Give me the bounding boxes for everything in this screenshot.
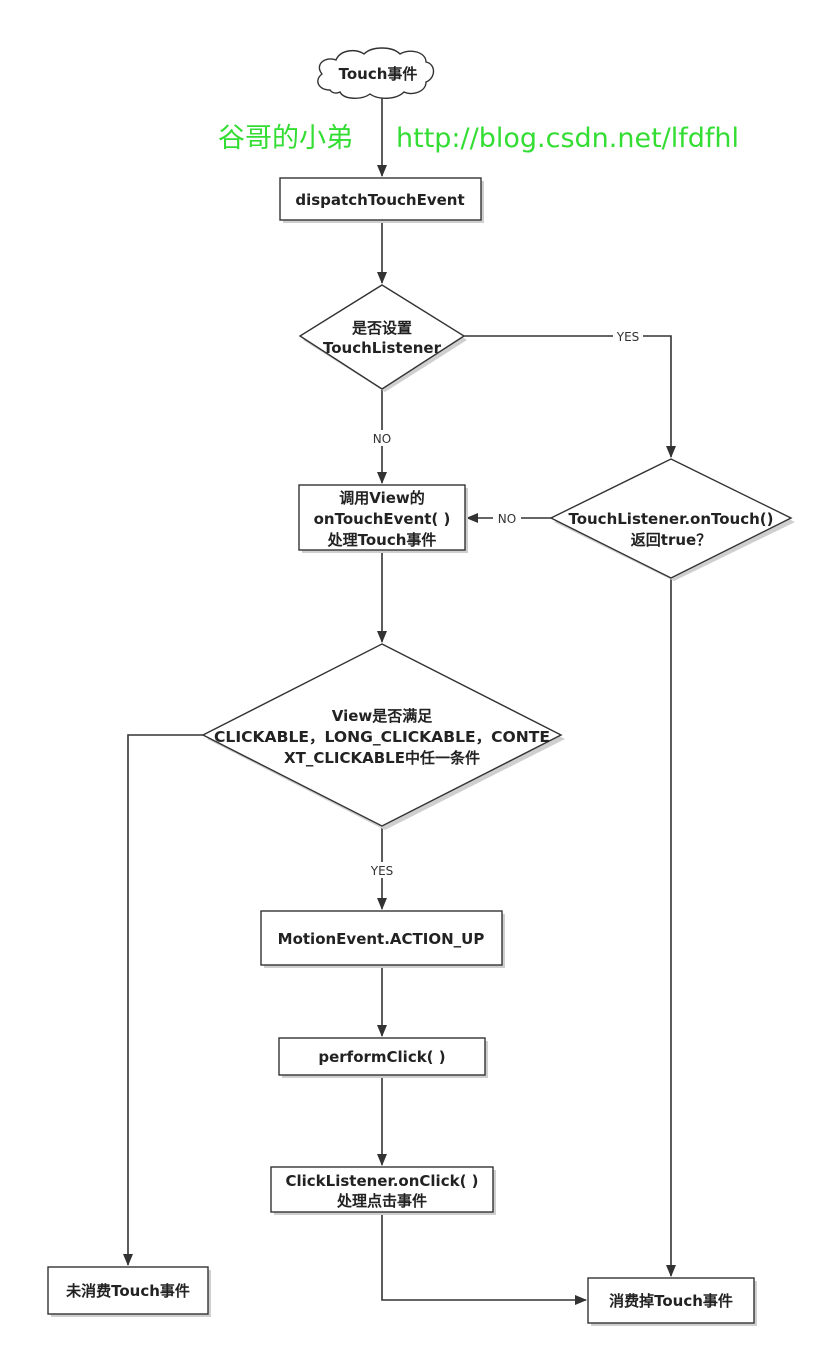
action-up-label: MotionEvent.ACTION_UP — [278, 930, 485, 948]
perform-click-label: performClick( ) — [318, 1048, 445, 1066]
consumed-box: 消费掉Touch事件 — [587, 1277, 757, 1326]
dispatch-touch-event-box: dispatchTouchEvent — [279, 177, 484, 223]
not-consumed-box: 未消费Touch事件 — [47, 1266, 211, 1317]
edge-label-no-on-touch: NO — [498, 512, 516, 526]
view-on-touch-event-line-3: 处理Touch事件 — [327, 531, 437, 549]
clickable-line-2: CLICKABLE，LONG_CLICKABLE，CONTE — [214, 728, 550, 746]
edge-label-yes-clickable: YES — [370, 864, 394, 878]
start-cloud: Touch事件 — [317, 47, 435, 99]
dispatch-label: dispatchTouchEvent — [295, 191, 464, 209]
view-on-touch-event-line-1: 调用View的 — [339, 489, 425, 507]
on-touch-returns-true-decision: TouchListener.onTouch() 返回true？ — [549, 458, 795, 581]
edge-has-listener-yes — [464, 335, 676, 458]
start-label: Touch事件 — [339, 65, 418, 83]
edge-label-no-listener: NO — [373, 432, 391, 446]
view-on-touch-event-line-2: onTouchEvent( ) — [314, 510, 451, 528]
on-click-box: ClickListener.onClick( ) 处理点击事件 — [270, 1166, 496, 1215]
clickable-line-3: XT_CLICKABLE中任一条件 — [284, 749, 480, 767]
has-listener-line-1: 是否设置 — [351, 319, 412, 337]
watermark: 谷哥的小弟 http://blog.csdn.net/lfdfhl — [218, 123, 739, 154]
watermark-author: 谷哥的小弟 — [218, 123, 353, 154]
on-touch-line-2: 返回true？ — [631, 531, 711, 549]
on-click-line-2: 处理点击事件 — [336, 1192, 427, 1210]
consumed-label: 消费掉Touch事件 — [609, 1292, 733, 1310]
edge-label-yes-listener: YES — [616, 330, 640, 344]
has-listener-line-2: TouchListener — [323, 339, 442, 357]
has-touch-listener-decision: 是否设置 TouchListener — [298, 284, 467, 392]
view-on-touch-event-box: 调用View的 onTouchEvent( ) 处理Touch事件 — [298, 484, 468, 553]
edges — [123, 98, 676, 1305]
watermark-url: http://blog.csdn.net/lfdfhl — [396, 123, 739, 154]
edge-on-click-to-consumed — [381, 1213, 587, 1305]
on-click-line-1: ClickListener.onClick( ) — [285, 1172, 478, 1190]
on-touch-line-1: TouchListener.onTouch() — [568, 510, 773, 528]
clickable-line-1: View是否满足 — [332, 707, 434, 725]
not-consumed-label: 未消费Touch事件 — [65, 1282, 190, 1300]
edge-clickable-no — [123, 734, 203, 1266]
clickable-decision: View是否满足 CLICKABLE，LONG_CLICKABLE，CONTE … — [201, 643, 565, 830]
action-up-box: MotionEvent.ACTION_UP — [260, 910, 505, 968]
perform-click-box: performClick( ) — [278, 1037, 488, 1078]
edge-labels: YES NO NO YES — [367, 328, 643, 878]
